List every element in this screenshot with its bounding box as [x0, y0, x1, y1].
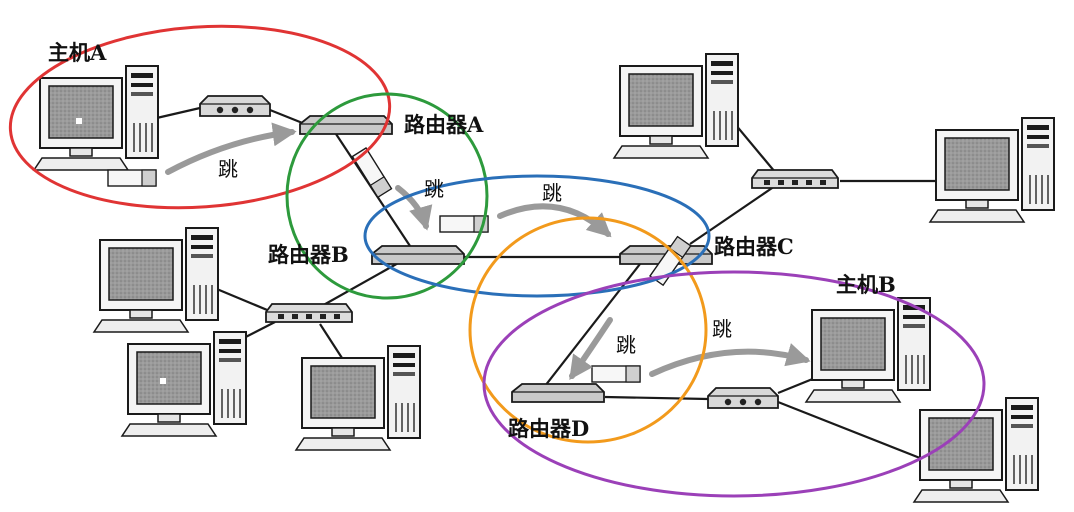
router-d-icon — [511, 383, 605, 403]
hop-2-ring — [285, 92, 489, 300]
hop-label: 跳 — [218, 157, 238, 181]
switch-left-icon — [265, 303, 353, 323]
router-b-icon — [371, 245, 465, 265]
computer-icon — [929, 117, 1055, 223]
cable-hub-hostb — [777, 376, 816, 395]
hop-3-ring — [363, 174, 711, 298]
hop-5-ring — [482, 270, 986, 498]
router-b-label: 路由器B — [268, 242, 349, 267]
hop-1-ring — [8, 24, 392, 210]
screen-cursor — [160, 378, 166, 384]
cables — [147, 106, 940, 462]
computer-icon — [613, 53, 739, 159]
hop-arrow — [395, 185, 433, 231]
computer-icon — [93, 227, 219, 333]
cable-routerc-switch — [689, 185, 776, 245]
cable-routerb-switch — [319, 261, 401, 308]
cable-hub-pcbr — [777, 400, 926, 462]
hop-label: 跳 — [712, 317, 732, 341]
hop-arrows — [165, 122, 811, 380]
router-c-label: 路由器C — [714, 234, 794, 259]
hop-arrow — [649, 343, 811, 377]
computer-icon — [121, 331, 247, 437]
hop-arrow — [497, 203, 612, 238]
hop-arrow — [165, 122, 297, 175]
hub-right-icon — [707, 387, 779, 409]
hub-left-icon — [199, 95, 271, 117]
packet-icon — [107, 169, 157, 187]
hop-label: 跳 — [542, 181, 562, 205]
host-b-computer-icon — [805, 297, 931, 403]
packet-icon — [591, 365, 641, 383]
switch-right-icon — [751, 169, 839, 189]
cable-switch-pctop — [734, 123, 776, 173]
host-a-label: 主机A — [48, 40, 107, 65]
cable-switch-pc3 — [319, 323, 343, 359]
screen-cursor — [76, 118, 82, 124]
computer-icon — [295, 345, 421, 451]
router-a-label: 路由器A — [404, 112, 484, 137]
hop-label: 跳 — [616, 333, 636, 357]
router-d-label: 路由器D — [508, 416, 589, 441]
hop-arrow — [569, 317, 613, 380]
hop-4-ring — [468, 216, 708, 444]
cable-routerd-hub — [604, 395, 709, 401]
hop-label: 跳 — [424, 177, 444, 201]
host-b-label: 主机B — [836, 272, 896, 297]
cable-hub-routera — [269, 108, 306, 126]
host-a-computer-icon — [33, 65, 159, 171]
